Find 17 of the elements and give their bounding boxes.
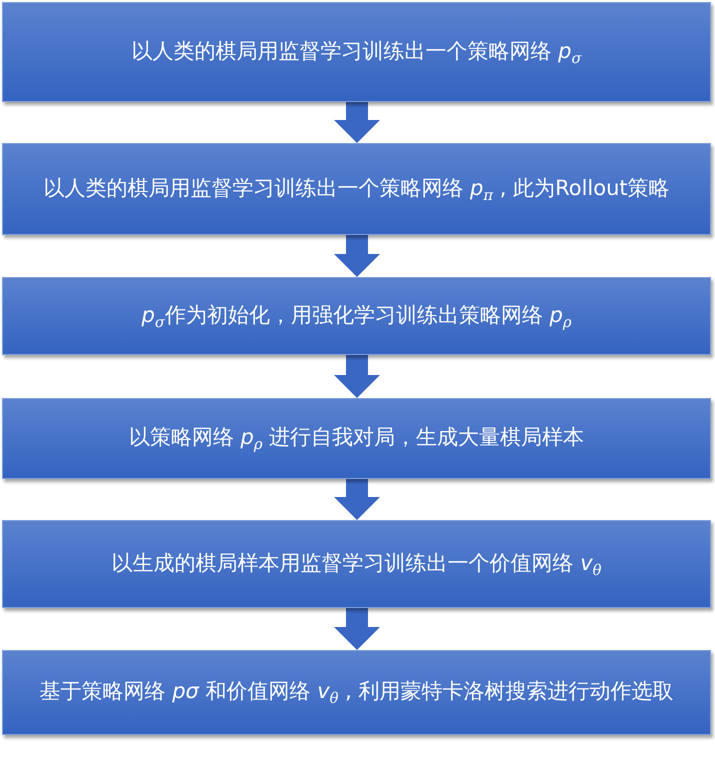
step-text: 基于策略网络 pσ 和价值网络 v$_{θ}$ , 利用蒙特卡洛树搜索进行动作选取: [38, 678, 674, 708]
process-box: [2, 277, 711, 355]
down-arrow: [334, 479, 380, 520]
step-text: p$_{σ}$作为初始化，用强化学习训练出策略网络 p$_{ρ}$: [140, 302, 573, 332]
step-text: 以人类的棋局用监督学习训练出一个策略网络 p$_{π}$ , 此为Rollout策略: [42, 174, 671, 204]
down-arrow: [334, 608, 380, 650]
step-text: 以生成的棋局样本用监督学习训练出一个价值网络 v$_{θ}$: [110, 550, 602, 580]
process-box: [2, 650, 711, 735]
process-box: [2, 520, 711, 608]
step-text: 以策略网络 p$_{ρ}$ 进行自我对局，生成大量棋局样本: [128, 424, 586, 454]
step-text: 以人类的棋局用监督学习训练出一个策略网络 p$_{σ}$: [130, 38, 583, 68]
down-arrow: [334, 235, 380, 277]
down-arrow: [334, 102, 380, 143]
process-box: [2, 143, 711, 235]
process-box: [2, 398, 711, 479]
process-box: [2, 2, 711, 102]
down-arrow: [334, 355, 380, 398]
